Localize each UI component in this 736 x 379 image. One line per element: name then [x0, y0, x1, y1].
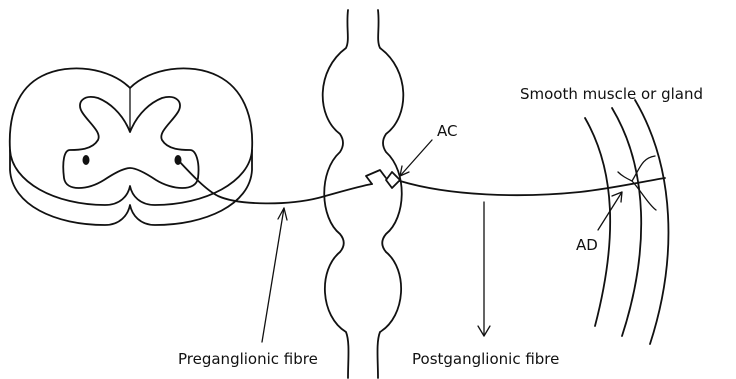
smooth-muscle-or-gland — [585, 100, 668, 344]
pointers — [262, 140, 622, 342]
preganglionic-label: Preganglionic fibre — [178, 350, 318, 368]
synapse-terminal-left — [366, 170, 386, 184]
preganglionic-arrow — [262, 208, 284, 342]
spinal-cord-outline — [10, 68, 252, 205]
postganglionic-label: Postganglionic fibre — [412, 350, 559, 368]
ac-arrow — [400, 140, 432, 176]
muscle-layer-1 — [585, 118, 610, 326]
grey-matter — [63, 97, 198, 188]
postganglionic-fibre — [400, 178, 665, 195]
ac-label: AC — [437, 122, 457, 140]
synapse-terminal-right — [386, 172, 400, 188]
ac-synapse — [366, 170, 400, 188]
muscle-layer-3 — [635, 100, 668, 344]
ad-label: AD — [576, 236, 598, 254]
sympathetic-chain-right — [378, 10, 404, 378]
spinal-cord-section — [10, 68, 252, 225]
preganglionic-cell-body-left — [83, 155, 90, 165]
target-label: Smooth muscle or gland — [520, 85, 703, 103]
muscle-layer-2 — [612, 108, 641, 336]
